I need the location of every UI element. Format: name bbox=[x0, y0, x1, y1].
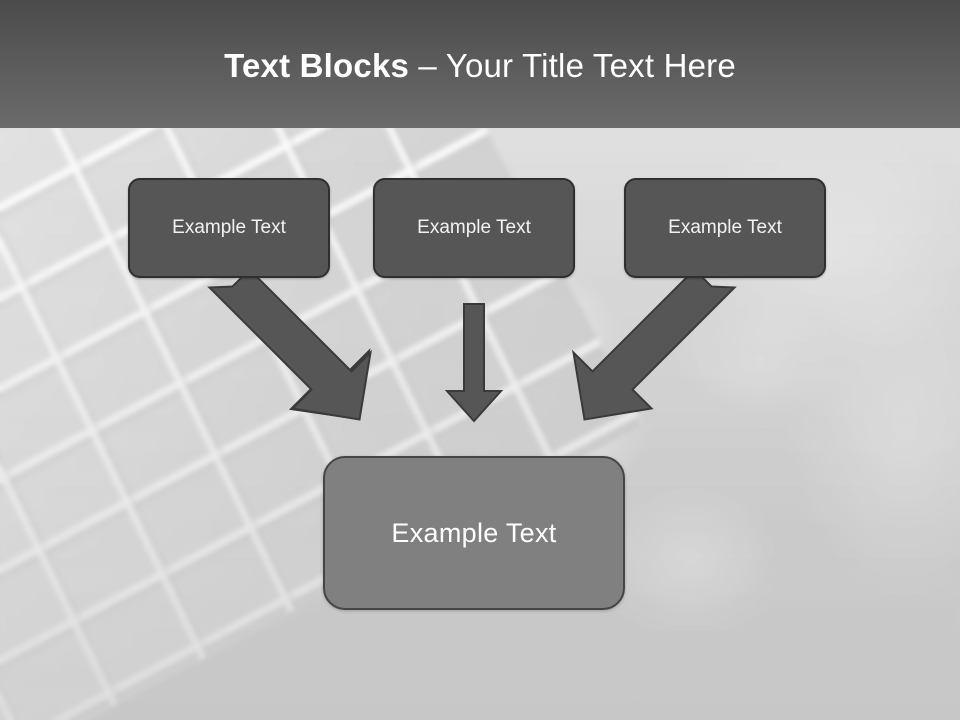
text-block-1-label: Example Text bbox=[172, 217, 286, 238]
result-text-block[interactable]: Example Text bbox=[323, 456, 625, 610]
page-title: Text Blocks – Your Title Text Here bbox=[0, 46, 960, 86]
result-text-block-label: Example Text bbox=[391, 517, 557, 548]
text-block-2-label: Example Text bbox=[417, 217, 531, 238]
arrow-left-diagonal bbox=[210, 270, 371, 421]
text-block-2[interactable]: Example Text bbox=[373, 178, 575, 278]
arrow-left-diagonal-shape bbox=[207, 268, 372, 421]
arrow-center-vertical bbox=[444, 303, 504, 423]
page-title-rest: Your Title Text Here bbox=[445, 47, 736, 84]
title-bar: Text Blocks – Your Title Text Here bbox=[0, 0, 960, 128]
page-title-bold: Text Blocks bbox=[224, 47, 410, 84]
text-block-3-label: Example Text bbox=[668, 217, 782, 238]
page-title-separator: – bbox=[409, 47, 446, 84]
arrow-right-diagonal bbox=[572, 268, 737, 421]
text-block-1[interactable]: Example Text bbox=[128, 178, 330, 278]
text-block-3[interactable]: Example Text bbox=[624, 178, 826, 278]
